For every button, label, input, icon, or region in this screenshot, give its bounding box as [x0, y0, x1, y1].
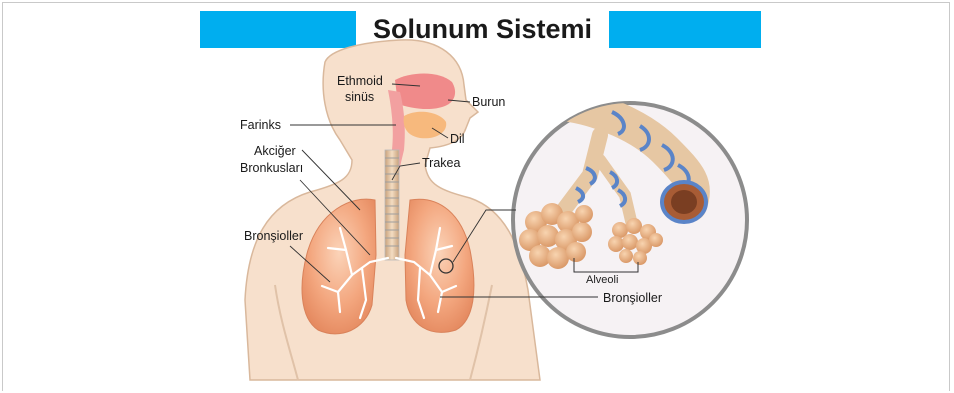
label-bronsioller-right: Bronşioller — [603, 291, 662, 305]
label-bronkuslari: Bronkusları — [240, 161, 303, 175]
label-ethmoid: Ethmoid — [337, 74, 383, 88]
label-trakea: Trakea — [422, 156, 460, 170]
label-alveoli: Alveoli — [586, 274, 618, 286]
label-burun: Burun — [472, 95, 505, 109]
label-farinks: Farinks — [240, 118, 281, 132]
label-sinus: sinüs — [345, 90, 374, 104]
label-akciger: Akciğer — [254, 144, 296, 158]
nasal-cavity — [395, 74, 455, 110]
label-bronsioller-left: Bronşioller — [244, 229, 303, 243]
alveoli-cluster-left — [519, 203, 593, 269]
label-dil: Dil — [450, 132, 465, 146]
tube-lumen — [671, 190, 697, 214]
trachea — [385, 150, 399, 260]
